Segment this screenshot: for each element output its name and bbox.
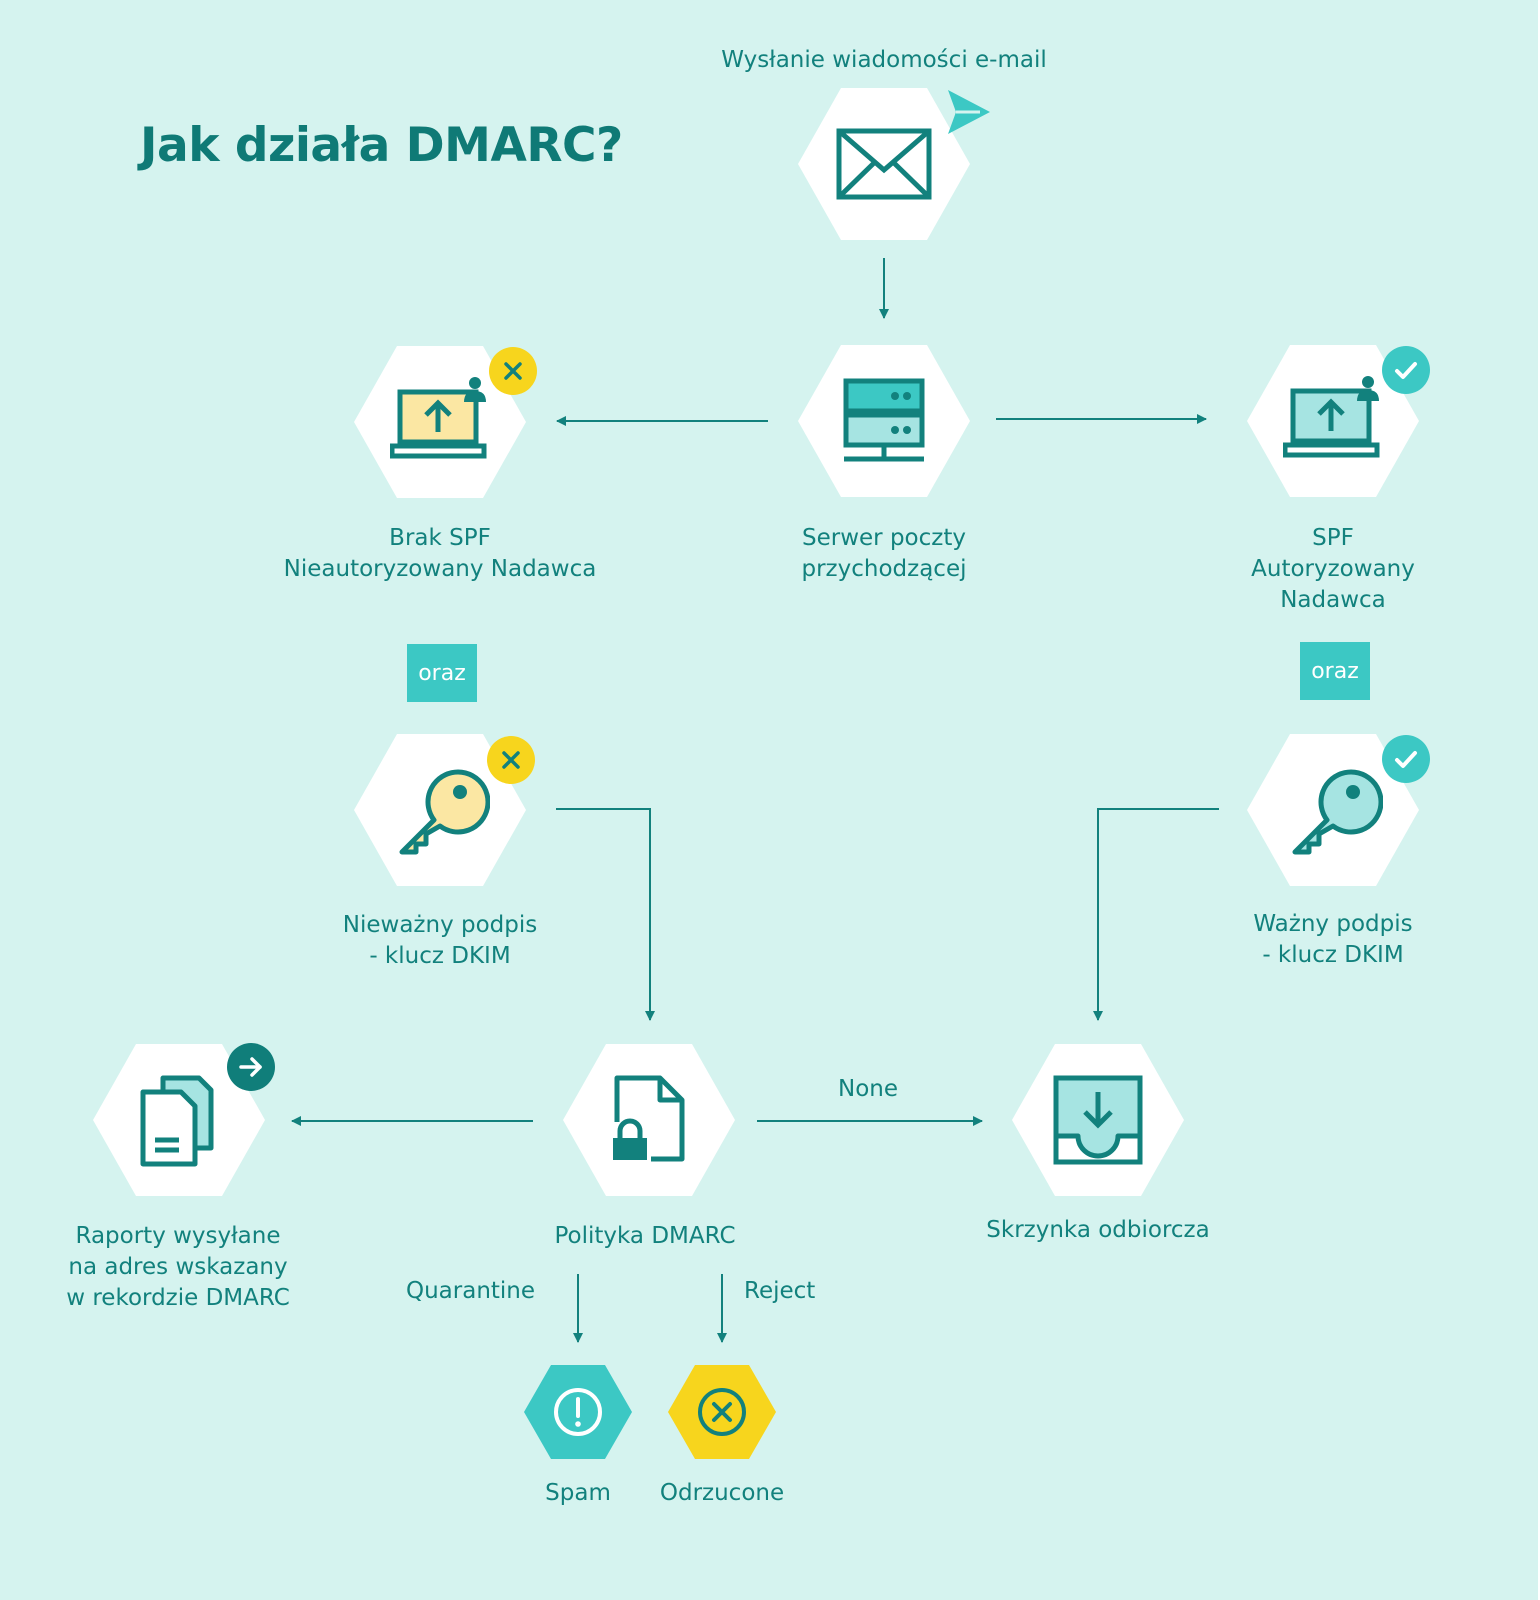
label-line: w rekordzie DMARC xyxy=(66,1285,290,1311)
inbox-node xyxy=(1012,1044,1184,1196)
dkim-pass-label: Ważny podpis - klucz DKIM xyxy=(1253,909,1412,971)
label-line: Nieautoryzowany Nadawca xyxy=(283,556,597,582)
spf-pass-node xyxy=(1247,345,1419,497)
send-arrow-icon xyxy=(948,90,990,134)
x-icon xyxy=(487,736,535,784)
locked-document-icon xyxy=(613,1075,685,1162)
server-node xyxy=(798,345,970,497)
key-icon xyxy=(399,769,490,855)
label-line: - klucz DKIM xyxy=(369,943,511,969)
oraz-tag-left: oraz xyxy=(407,644,477,702)
check-icon xyxy=(1382,735,1430,783)
spam-label: Spam xyxy=(545,1480,611,1506)
label-line: Serwer poczty xyxy=(802,525,966,551)
spf-fail-label: Brak SPF Nieautoryzowany Nadawca xyxy=(284,523,597,585)
email-label: Wysłanie wiadomości e-mail xyxy=(721,47,1047,73)
exclamation-icon xyxy=(554,1388,602,1436)
laptop-upload-icon xyxy=(1283,376,1380,458)
dkim-pass-node xyxy=(1247,734,1419,886)
label-line: Raporty wysyłane xyxy=(75,1223,281,1249)
right-border xyxy=(1538,0,1540,1600)
x-circle-icon xyxy=(698,1388,746,1436)
server-label: Serwer poczty przychodzącej xyxy=(802,523,967,585)
rejected-label: Odrzucone xyxy=(659,1480,785,1506)
spf-pass-label: SPF Autoryzowany Nadawca xyxy=(1251,523,1415,616)
dkim-fail-label: Nieważny podpis - klucz DKIM xyxy=(343,910,537,972)
label-line: Nadawca xyxy=(1280,587,1386,613)
envelope-icon xyxy=(836,128,932,200)
edge-label-quarantine: Quarantine xyxy=(406,1278,536,1304)
edge-label-none: None xyxy=(838,1076,899,1102)
edge-label-reject: Reject xyxy=(744,1278,816,1304)
label-line: Brak SPF xyxy=(389,525,491,551)
server-icon xyxy=(843,378,925,462)
hexagon xyxy=(798,88,970,240)
arrow-dkim-fail-to-policy xyxy=(556,808,655,1021)
diagram-title: Jak działa DMARC? xyxy=(140,118,623,173)
label-line: Nieważny podpis xyxy=(342,912,538,938)
check-icon xyxy=(1382,346,1430,394)
email-node xyxy=(798,88,970,240)
label-line: - klucz DKIM xyxy=(1262,942,1404,968)
arrow-dkim-pass-to-inbox xyxy=(1093,808,1219,1021)
oraz-tag-right: oraz xyxy=(1300,642,1370,700)
label-line: na adres wskazany xyxy=(68,1254,288,1280)
laptop-upload-icon xyxy=(390,377,487,459)
label-line: Autoryzowany xyxy=(1251,556,1415,582)
x-icon xyxy=(489,347,537,395)
label-line: SPF xyxy=(1312,525,1354,551)
inbox-download-icon xyxy=(1053,1075,1143,1165)
hexagon xyxy=(563,1044,735,1196)
documents-icon xyxy=(140,1075,214,1167)
policy-label: Polityka DMARC xyxy=(554,1223,736,1249)
policy-node xyxy=(563,1044,735,1196)
reports-label: Raporty wysyłane na adres wskazany w rek… xyxy=(66,1221,290,1314)
key-icon xyxy=(1292,769,1383,855)
label-line: Ważny podpis xyxy=(1253,911,1413,937)
inbox-label: Skrzynka odbiorcza xyxy=(986,1217,1210,1243)
arrow-right-icon xyxy=(227,1043,275,1091)
label-line: przychodzącej xyxy=(801,556,967,582)
